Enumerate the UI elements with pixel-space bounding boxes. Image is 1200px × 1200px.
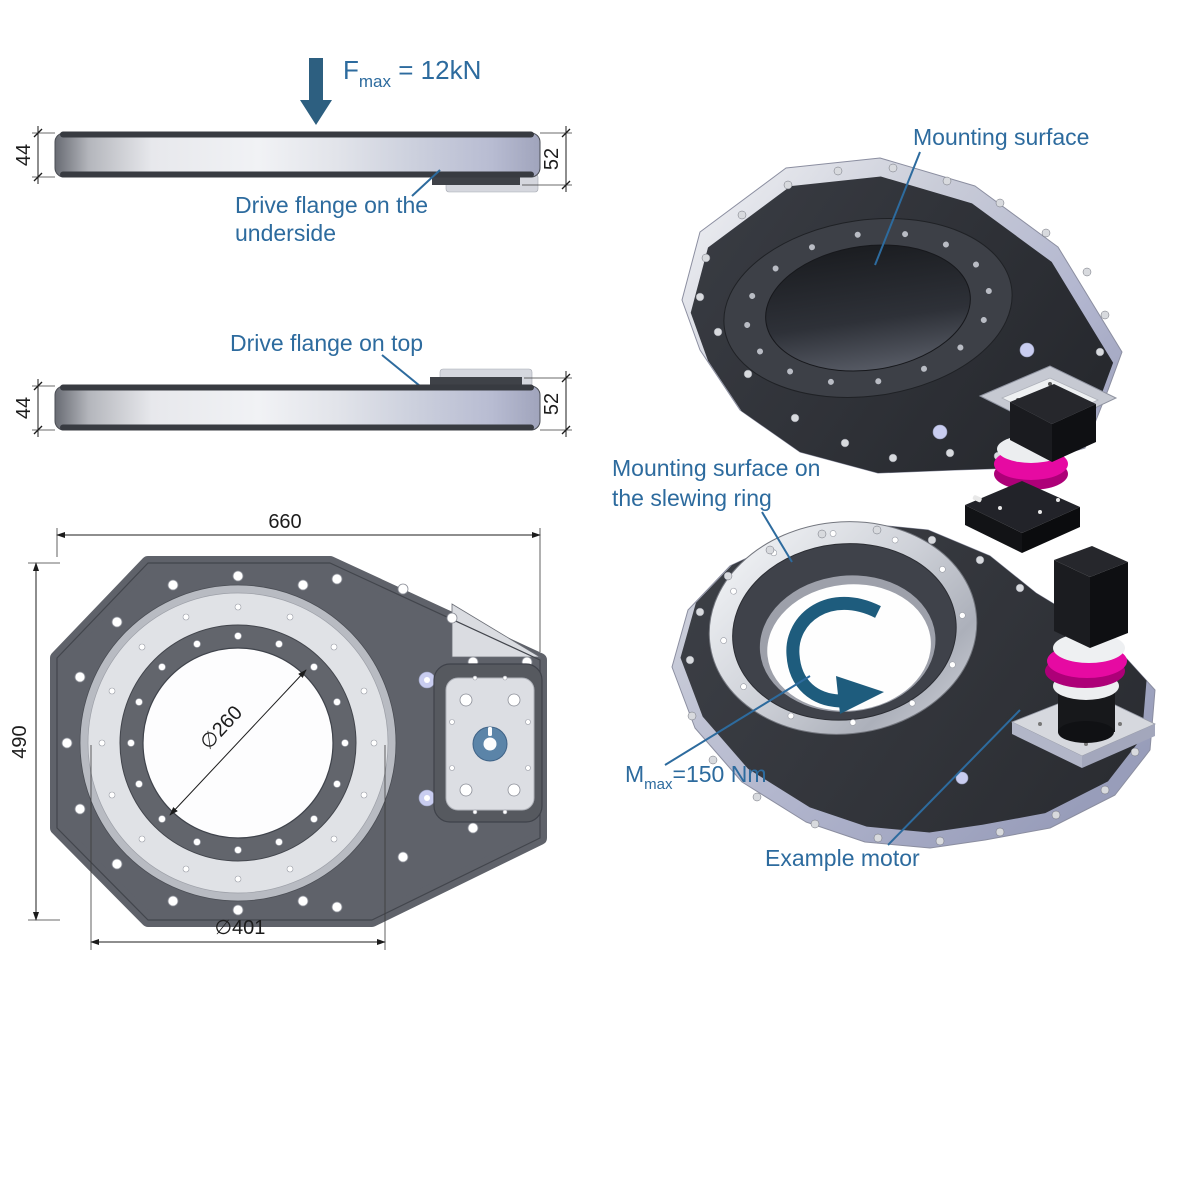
motor-cap-top	[1054, 546, 1128, 577]
dim-tick	[33, 172, 43, 182]
flange-top-caption: Drive flange on top	[230, 330, 423, 356]
dim-tick	[33, 425, 43, 435]
motor-mount-pocket	[433, 663, 543, 823]
profile-bottom-edge	[60, 171, 534, 178]
flange-leader-line	[411, 169, 441, 197]
keyway-notch	[488, 727, 492, 736]
ring-side-profile	[54, 132, 541, 178]
ring-bolt-holes	[720, 530, 966, 726]
base-plate-side-left	[1012, 722, 1082, 768]
dim-tick	[33, 128, 43, 138]
force-label: Fmax = 12kN	[343, 55, 481, 91]
motor-lower-bottom	[1058, 721, 1114, 743]
example-motor-caption: Example motor	[765, 845, 920, 871]
dim-tick	[561, 373, 571, 383]
bore-ring-holes	[744, 231, 992, 385]
profile-top-edge	[60, 131, 534, 138]
flange-top-leader-line	[381, 354, 421, 387]
motor-cap-left	[1054, 560, 1090, 648]
gearbox-left	[1010, 402, 1052, 462]
dim-tick	[33, 381, 43, 391]
slewing-ring-leader	[761, 511, 793, 563]
mounting-ring-caption-line2: the slewing ring	[612, 485, 772, 511]
gearbox-top	[1010, 384, 1096, 424]
base-plate-side-right	[1082, 724, 1155, 768]
example-motor-leader	[887, 709, 1021, 846]
motor-cap-right	[1090, 562, 1128, 648]
side-view-flange-top: Drive flange on top 44 52	[13, 330, 572, 437]
gearbox-right	[1052, 404, 1096, 462]
iso-top-motor-assembly	[965, 365, 1118, 553]
torque-label: Mmax=150 Nm	[625, 761, 766, 793]
top-view: 660 490 ∅260 ∅401	[9, 511, 547, 950]
flange-underside-caption-line1: Drive flange on the	[235, 192, 428, 218]
dim-tick	[561, 425, 571, 435]
flange-notch	[972, 495, 982, 503]
torque-leader	[664, 675, 811, 766]
mounting-ring-caption-line1: Mounting surface on	[612, 455, 820, 481]
profile-top-edge	[60, 384, 534, 391]
flange-underside-caption-line2: underside	[235, 220, 336, 246]
dim-660-label: 660	[268, 511, 301, 533]
dim-tick	[561, 128, 571, 138]
dim-52-label: 52	[541, 393, 563, 415]
dim-401-label: ∅401	[215, 917, 266, 939]
profile-bottom-edge	[60, 424, 534, 431]
iso-view-bottom: Mounting surface on the slewing ring Mma…	[612, 455, 1156, 871]
mounting-surface-leader	[874, 151, 921, 266]
inner-ring-holes	[127, 632, 349, 854]
iso-view-top: Mounting surface	[681, 124, 1123, 553]
mounting-surface-caption: Mounting surface	[913, 124, 1089, 150]
plate-edge	[56, 562, 541, 921]
ring-side-profile	[54, 385, 541, 431]
dim-tick	[561, 180, 571, 190]
corner-chamfer-face	[451, 603, 542, 658]
drive-flange-dark-part	[430, 377, 522, 388]
iso-bottom-motor	[1011, 546, 1156, 768]
center-opening	[723, 218, 1013, 398]
dim-52-label: 52	[541, 148, 563, 170]
dim-490-label: 490	[9, 725, 31, 758]
shaft-bore	[483, 737, 497, 751]
exploded-motor-flange	[965, 481, 1080, 553]
force-arrow-icon	[300, 58, 332, 125]
dim-44-label: 44	[13, 144, 35, 166]
dim-line-260	[169, 669, 307, 816]
rotation-arrow-icon	[786, 596, 884, 714]
dim-44-label: 44	[13, 397, 35, 419]
ring-flange-holes	[98, 603, 378, 883]
side-view-flange-underside: Fmax = 12kN 44 52 Drive flange on the un…	[13, 55, 572, 246]
